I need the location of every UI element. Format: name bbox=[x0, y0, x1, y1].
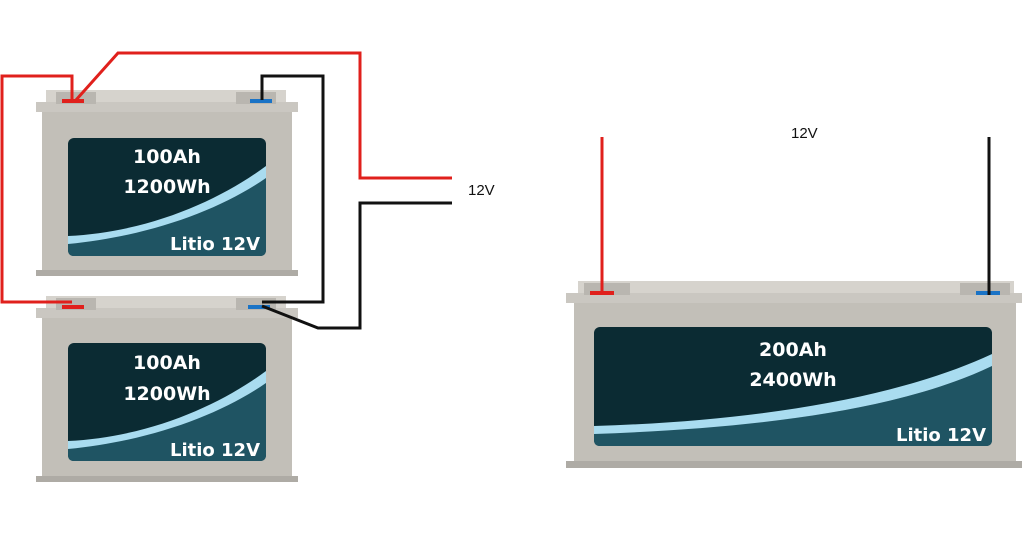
battery-capacity: 200Ah bbox=[759, 339, 827, 361]
battery-energy: 2400Wh bbox=[749, 369, 836, 391]
single-wiring bbox=[600, 137, 991, 295]
battery-lid bbox=[46, 296, 286, 310]
positive-wire-link bbox=[0, 74, 74, 304]
battery-capacity: 100Ah bbox=[133, 146, 201, 168]
battery-type: Litio 12V bbox=[170, 234, 260, 255]
single-voltage-label: 12V bbox=[791, 125, 818, 142]
parallel-wiring bbox=[0, 51, 452, 330]
battery-lid-edge bbox=[36, 308, 298, 318]
negative-wire-output bbox=[261, 201, 452, 330]
battery-swoosh bbox=[594, 354, 992, 434]
positive-terminal bbox=[62, 99, 84, 103]
battery-lid bbox=[578, 281, 1014, 295]
negative-terminal bbox=[248, 305, 270, 309]
positive-wire-output bbox=[74, 51, 452, 180]
battery-energy: 1200Wh bbox=[123, 176, 210, 198]
battery-panel-lower bbox=[594, 366, 992, 446]
parallel-voltage-label: 12V bbox=[468, 182, 495, 199]
battery-energy: 1200Wh bbox=[123, 383, 210, 405]
negative-wire-link bbox=[260, 74, 325, 304]
battery-base bbox=[566, 461, 1022, 468]
battery-lid bbox=[46, 90, 286, 104]
negative-terminal bbox=[250, 99, 272, 103]
battery-lid-edge bbox=[36, 102, 298, 112]
battery-right: 200Ah 2400Wh Litio 12V bbox=[566, 281, 1022, 468]
battery-swoosh bbox=[68, 166, 266, 244]
battery-base bbox=[36, 270, 298, 276]
battery-bottom-left: 100Ah 1200Wh Litio 12V bbox=[36, 296, 298, 482]
positive-terminal bbox=[62, 305, 84, 309]
battery-lid-edge bbox=[566, 293, 1022, 303]
battery-capacity: 100Ah bbox=[133, 352, 201, 374]
battery-swoosh bbox=[68, 371, 266, 449]
battery-top-left: 100Ah 1200Wh Litio 12V bbox=[36, 90, 298, 276]
battery-type: Litio 12V bbox=[896, 425, 986, 446]
battery-base bbox=[36, 476, 298, 482]
battery-type: Litio 12V bbox=[170, 440, 260, 461]
